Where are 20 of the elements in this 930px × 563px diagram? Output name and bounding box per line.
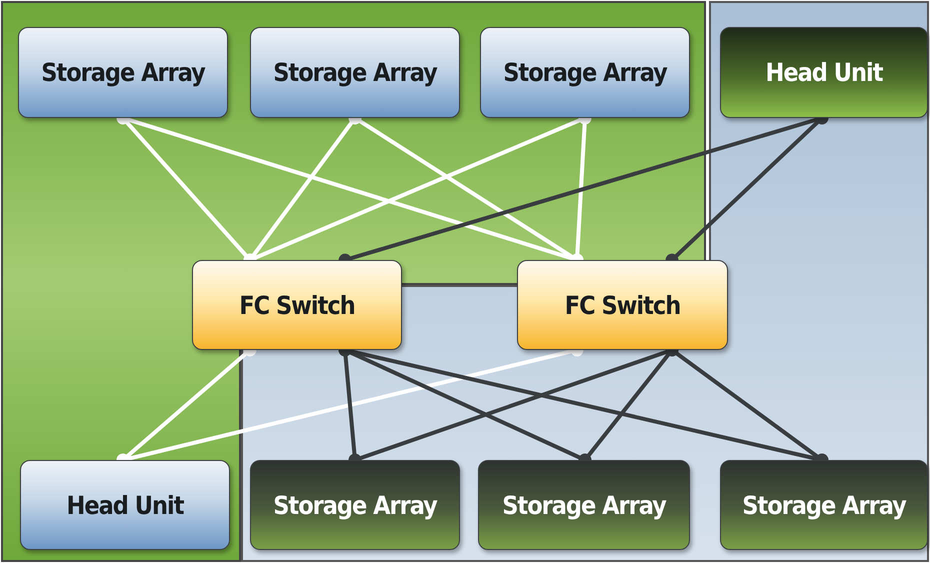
node-label: Storage Array — [502, 490, 666, 520]
device-box — [250, 460, 460, 550]
node-label: Storage Array — [41, 58, 205, 87]
device-box — [720, 27, 928, 118]
device-box — [20, 460, 230, 550]
node-label: FC Switch — [564, 290, 680, 320]
node-label: Storage Array — [273, 58, 437, 87]
node-label: Storage Array — [742, 490, 906, 520]
device-box — [192, 260, 402, 350]
device-box — [478, 460, 690, 550]
device-box — [250, 27, 460, 118]
node-label: Head Unit — [66, 490, 184, 520]
node-label: Storage Array — [503, 58, 667, 87]
device-box — [720, 460, 928, 550]
node-label: Head Unit — [766, 58, 882, 87]
node-label: FC Switch — [239, 290, 355, 320]
node-label: Storage Array — [273, 490, 437, 520]
device-box — [517, 260, 728, 350]
device-box — [480, 27, 690, 118]
device-box — [18, 27, 228, 118]
